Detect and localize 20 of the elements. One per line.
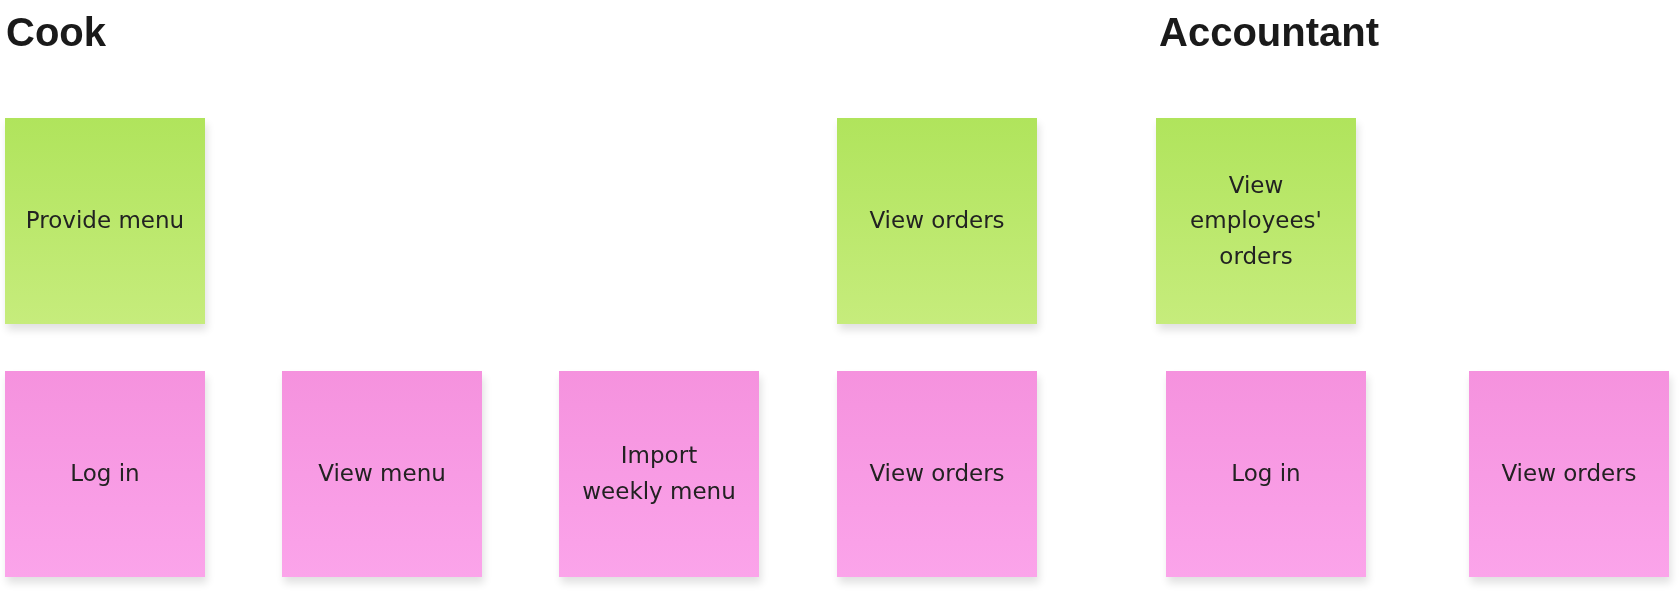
note-text: View menu — [317, 459, 447, 489]
note-text: View orders — [868, 206, 1006, 236]
step-sticky-note — [282, 371, 482, 577]
task-sticky-note — [837, 118, 1037, 324]
note-text: View orders — [868, 459, 1006, 489]
step-sticky-note — [1166, 371, 1366, 577]
step-sticky-note — [5, 371, 205, 577]
note-text: Import weekly menu — [581, 441, 737, 506]
note-text: Log in — [1230, 459, 1302, 489]
step-sticky-note — [837, 371, 1037, 577]
note-text: Provide menu — [24, 206, 186, 236]
step-sticky-note — [559, 371, 759, 577]
role-heading: Accountant — [1159, 10, 1379, 55]
role-heading: Cook — [6, 10, 106, 55]
task-sticky-note — [1156, 118, 1356, 324]
note-text: Log in — [69, 459, 141, 489]
task-sticky-note — [5, 118, 205, 324]
note-text: View employees' orders — [1189, 170, 1323, 271]
note-text: View orders — [1500, 459, 1638, 489]
step-sticky-note — [1469, 371, 1669, 577]
